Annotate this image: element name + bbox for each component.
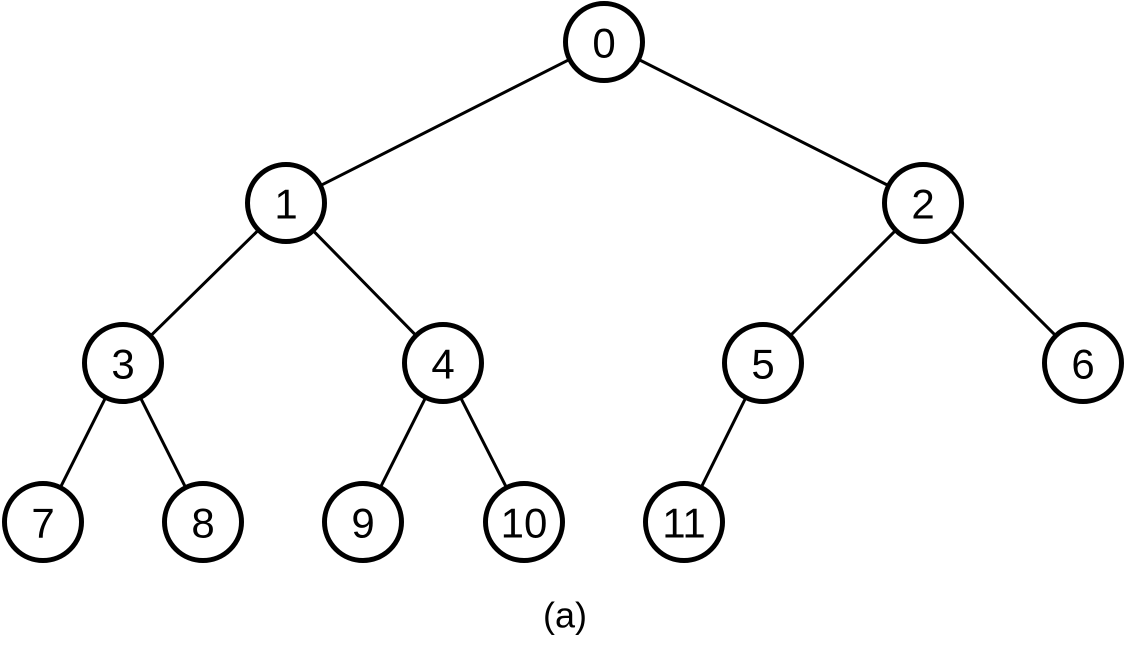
tree-edge-1-3 [150,229,259,337]
node-circle-1[interactable] [245,162,327,244]
node-circle-2[interactable] [882,162,964,244]
tree-node-1[interactable]: 1 [245,162,327,244]
tree-edge-1-4 [312,230,417,336]
tree-node-9[interactable]: 9 [322,481,404,563]
tree-node-6[interactable]: 6 [1042,322,1124,404]
tree-node-11[interactable]: 11 [643,481,725,563]
tree-node-2[interactable]: 2 [882,162,964,244]
node-circle-11[interactable] [643,481,725,563]
node-circle-10[interactable] [483,481,565,563]
node-circle-8[interactable] [162,481,244,563]
tree-node-10[interactable]: 10 [483,481,565,563]
tree-edge-0-2 [638,58,889,187]
tree-node-3[interactable]: 3 [82,322,164,404]
tree-node-7[interactable]: 7 [2,481,84,563]
node-circle-6[interactable] [1042,322,1124,404]
tree-edge-4-9 [379,397,427,488]
node-circle-3[interactable] [82,322,164,404]
figure-caption: (a) [543,595,587,636]
tree-node-0[interactable]: 0 [563,1,645,83]
edge-layer [59,58,1057,488]
tree-edge-5-11 [700,397,747,488]
tree-edge-3-7 [59,397,107,488]
node-circle-0[interactable] [563,1,645,83]
tree-node-8[interactable]: 8 [162,481,244,563]
node-circle-9[interactable] [322,481,404,563]
tree-node-5[interactable]: 5 [722,322,804,404]
node-circle-5[interactable] [722,322,804,404]
tree-edge-2-6 [949,229,1057,337]
tree-edge-2-5 [789,229,897,337]
tree-edge-0-1 [320,58,570,187]
node-circle-7[interactable] [2,481,84,563]
tree-edge-4-10 [459,397,508,488]
tree-edge-3-8 [139,397,187,488]
tree-node-4[interactable]: 4 [402,322,484,404]
node-circle-4[interactable] [402,322,484,404]
